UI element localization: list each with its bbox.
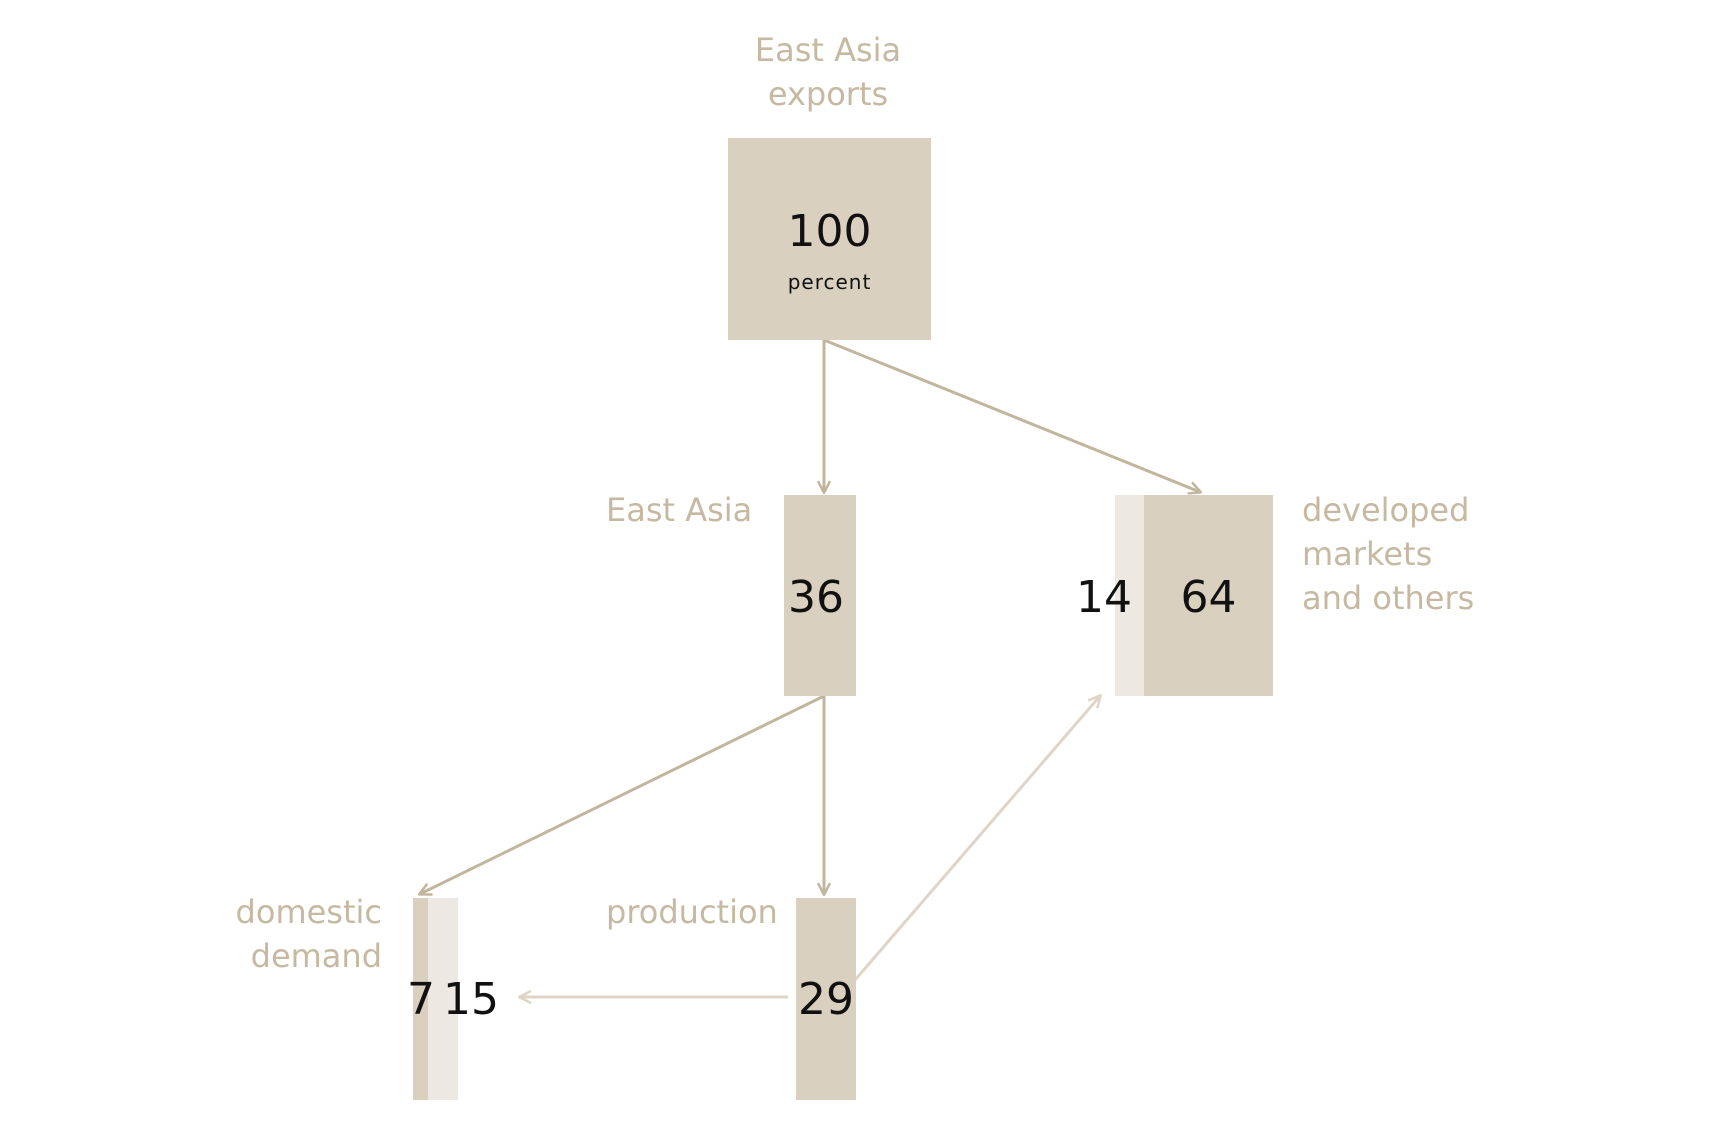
arrow-east-asia-to-domestic	[420, 694, 825, 894]
developed-node-value: 64	[1180, 572, 1237, 623]
developed-node-label-line-3: and others	[1302, 579, 1475, 617]
production-node-label: production	[606, 893, 778, 931]
production-node-box	[796, 898, 856, 1100]
developed-node-label: developed markets and others	[1302, 488, 1474, 620]
east-asia-node-box	[784, 495, 856, 696]
top-node-unit: percent	[787, 270, 872, 294]
developed-node-label-line-1: developed	[1302, 491, 1470, 529]
arrow-exports-to-developed	[823, 338, 1200, 492]
top-node-value: 100	[787, 206, 872, 257]
domestic-node-value: 7	[407, 974, 435, 1025]
developed-node-secondary-value: 14	[1076, 572, 1132, 623]
top-node-label: East Asia exports	[728, 28, 928, 116]
domestic-node-label: domestic demand	[222, 890, 382, 978]
domestic-node-secondary-box	[428, 898, 458, 1100]
developed-node-box	[1144, 495, 1273, 696]
top-node-label-line-1: East Asia	[754, 31, 902, 69]
developed-node-secondary-box	[1115, 495, 1144, 696]
east-asia-node-label: East Asia	[606, 491, 753, 529]
production-node-value: 29	[798, 974, 854, 1025]
top-node-label-line-2: exports	[767, 75, 889, 113]
arrow-production-to-developed	[853, 696, 1100, 981]
domestic-node-label-line-2: demand	[250, 937, 382, 975]
developed-node-label-line-2: markets	[1302, 535, 1433, 573]
domestic-node-label-line-1: domestic	[235, 893, 382, 931]
domestic-node-secondary-value: 15	[443, 974, 499, 1025]
top-node-box	[728, 138, 931, 340]
east-asia-node-value: 36	[788, 572, 844, 623]
domestic-node-box	[413, 898, 428, 1100]
